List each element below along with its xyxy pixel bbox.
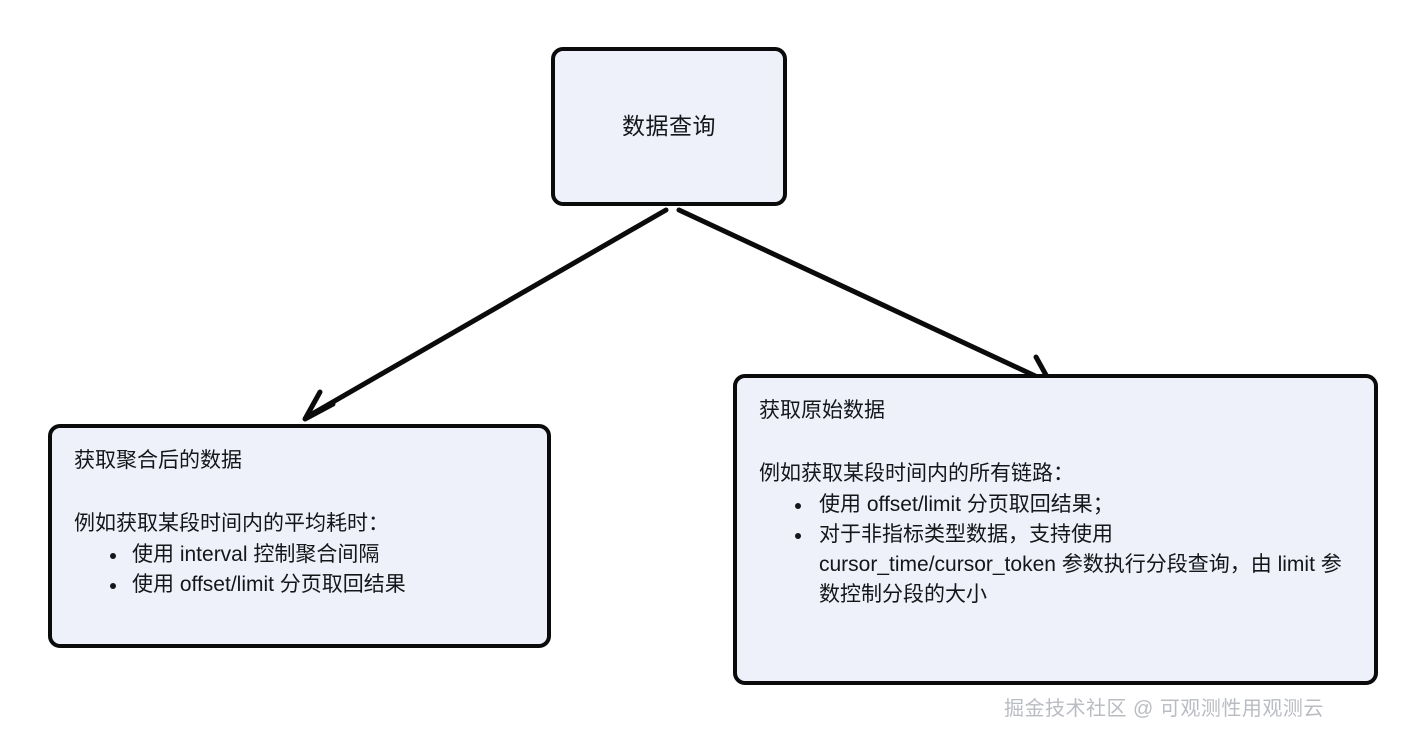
list-item: 对于非指标类型数据，支持使用 cursor_time/cursor_token … [793, 520, 1352, 609]
node-data-query[interactable]: 数据查询 [551, 47, 787, 206]
node-raw-lead: 例如获取某段时间内的所有链路： [759, 462, 1074, 486]
node-raw-bullet-list: 使用 offset/limit 分页取回结果； 对于非指标类型数据，支持使用 c… [759, 490, 1352, 610]
list-item: 使用 offset/limit 分页取回结果； [793, 490, 1352, 520]
list-item: 使用 interval 控制聚合间隔 [108, 540, 525, 570]
edge-root-to-aggregated [302, 207, 669, 422]
node-aggregated-data[interactable]: 获取聚合后的数据 例如获取某段时间内的平均耗时： 使用 interval 控制聚… [48, 424, 551, 648]
node-aggregated-bullet-list: 使用 interval 控制聚合间隔 使用 offset/limit 分页取回结… [74, 540, 525, 601]
watermark: 掘金技术社区 @ 可观测性用观测云 [1004, 698, 1324, 720]
edge-root-to-raw [676, 207, 1054, 387]
node-raw-heading: 获取原始数据 [759, 399, 885, 422]
node-raw-spacer [759, 434, 1352, 460]
node-aggregated-heading: 获取聚合后的数据 [74, 449, 242, 472]
node-aggregated-spacer [74, 484, 525, 510]
node-data-query-title: 数据查询 [622, 112, 716, 139]
list-item: 使用 offset/limit 分页取回结果 [108, 570, 525, 600]
node-raw-data[interactable]: 获取原始数据 例如获取某段时间内的所有链路： 使用 offset/limit 分… [733, 374, 1378, 685]
node-aggregated-lead: 例如获取某段时间内的平均耗时： [74, 512, 389, 536]
